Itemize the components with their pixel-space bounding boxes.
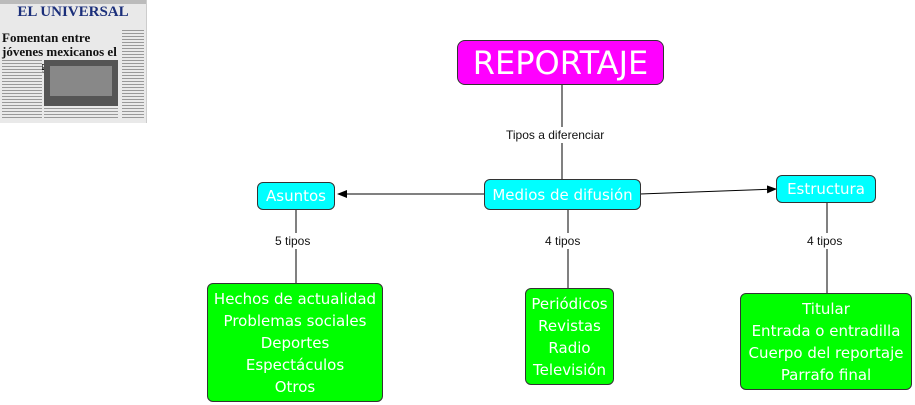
node-medios-items: Periódicos Revistas Radio Televisión	[525, 288, 614, 385]
list-item: Espectáculos	[245, 355, 345, 374]
newspaper-masthead: EL UNIVERSAL	[17, 4, 129, 20]
edge-label-asuntos-tipos: 5 tipos	[273, 233, 313, 249]
newspaper-column	[2, 60, 42, 120]
list-item: Hechos de actualidad	[213, 289, 377, 308]
edge-label-medios-tipos: 4 tipos	[543, 233, 583, 249]
newspaper-column	[122, 30, 144, 120]
node-estructura: Estructura	[776, 175, 876, 203]
newspaper-clipping-image: EL UNIVERSAL Fomentan entre jóvenes mexi…	[0, 0, 147, 123]
newspaper-caption	[44, 108, 118, 120]
list-item: Televisión	[533, 360, 606, 379]
node-medios-de-difusion: Medios de difusión	[484, 179, 641, 210]
list-item: Periódicos	[531, 294, 608, 313]
list-item: Titular	[802, 299, 850, 318]
node-reportaje: REPORTAJE	[457, 40, 664, 85]
list-item: Entrada o entradilla	[751, 321, 901, 340]
list-item: Deportes	[260, 333, 330, 352]
node-estructura-items: Titular Entrada o entradilla Cuerpo del …	[740, 293, 912, 390]
edge-label-tipos-a-diferenciar: Tipos a diferenciar	[504, 127, 607, 143]
list-item: Cuerpo del reportaje	[748, 343, 904, 362]
newspaper-photo-detail	[50, 66, 112, 96]
list-item: Parrafo final	[780, 365, 872, 384]
list-item: Radio	[548, 338, 591, 357]
list-item: Revistas	[538, 316, 601, 335]
node-asuntos: Asuntos	[257, 182, 335, 210]
edge-label-estructura-tipos: 4 tipos	[805, 233, 845, 249]
node-asuntos-items: Hechos de actualidad Problemas sociales …	[207, 283, 383, 402]
list-item: Problemas sociales	[223, 311, 367, 330]
list-item: Otros	[274, 377, 316, 396]
edge-medios-estructura	[639, 185, 777, 195]
clipping-top-strip	[0, 0, 146, 4]
